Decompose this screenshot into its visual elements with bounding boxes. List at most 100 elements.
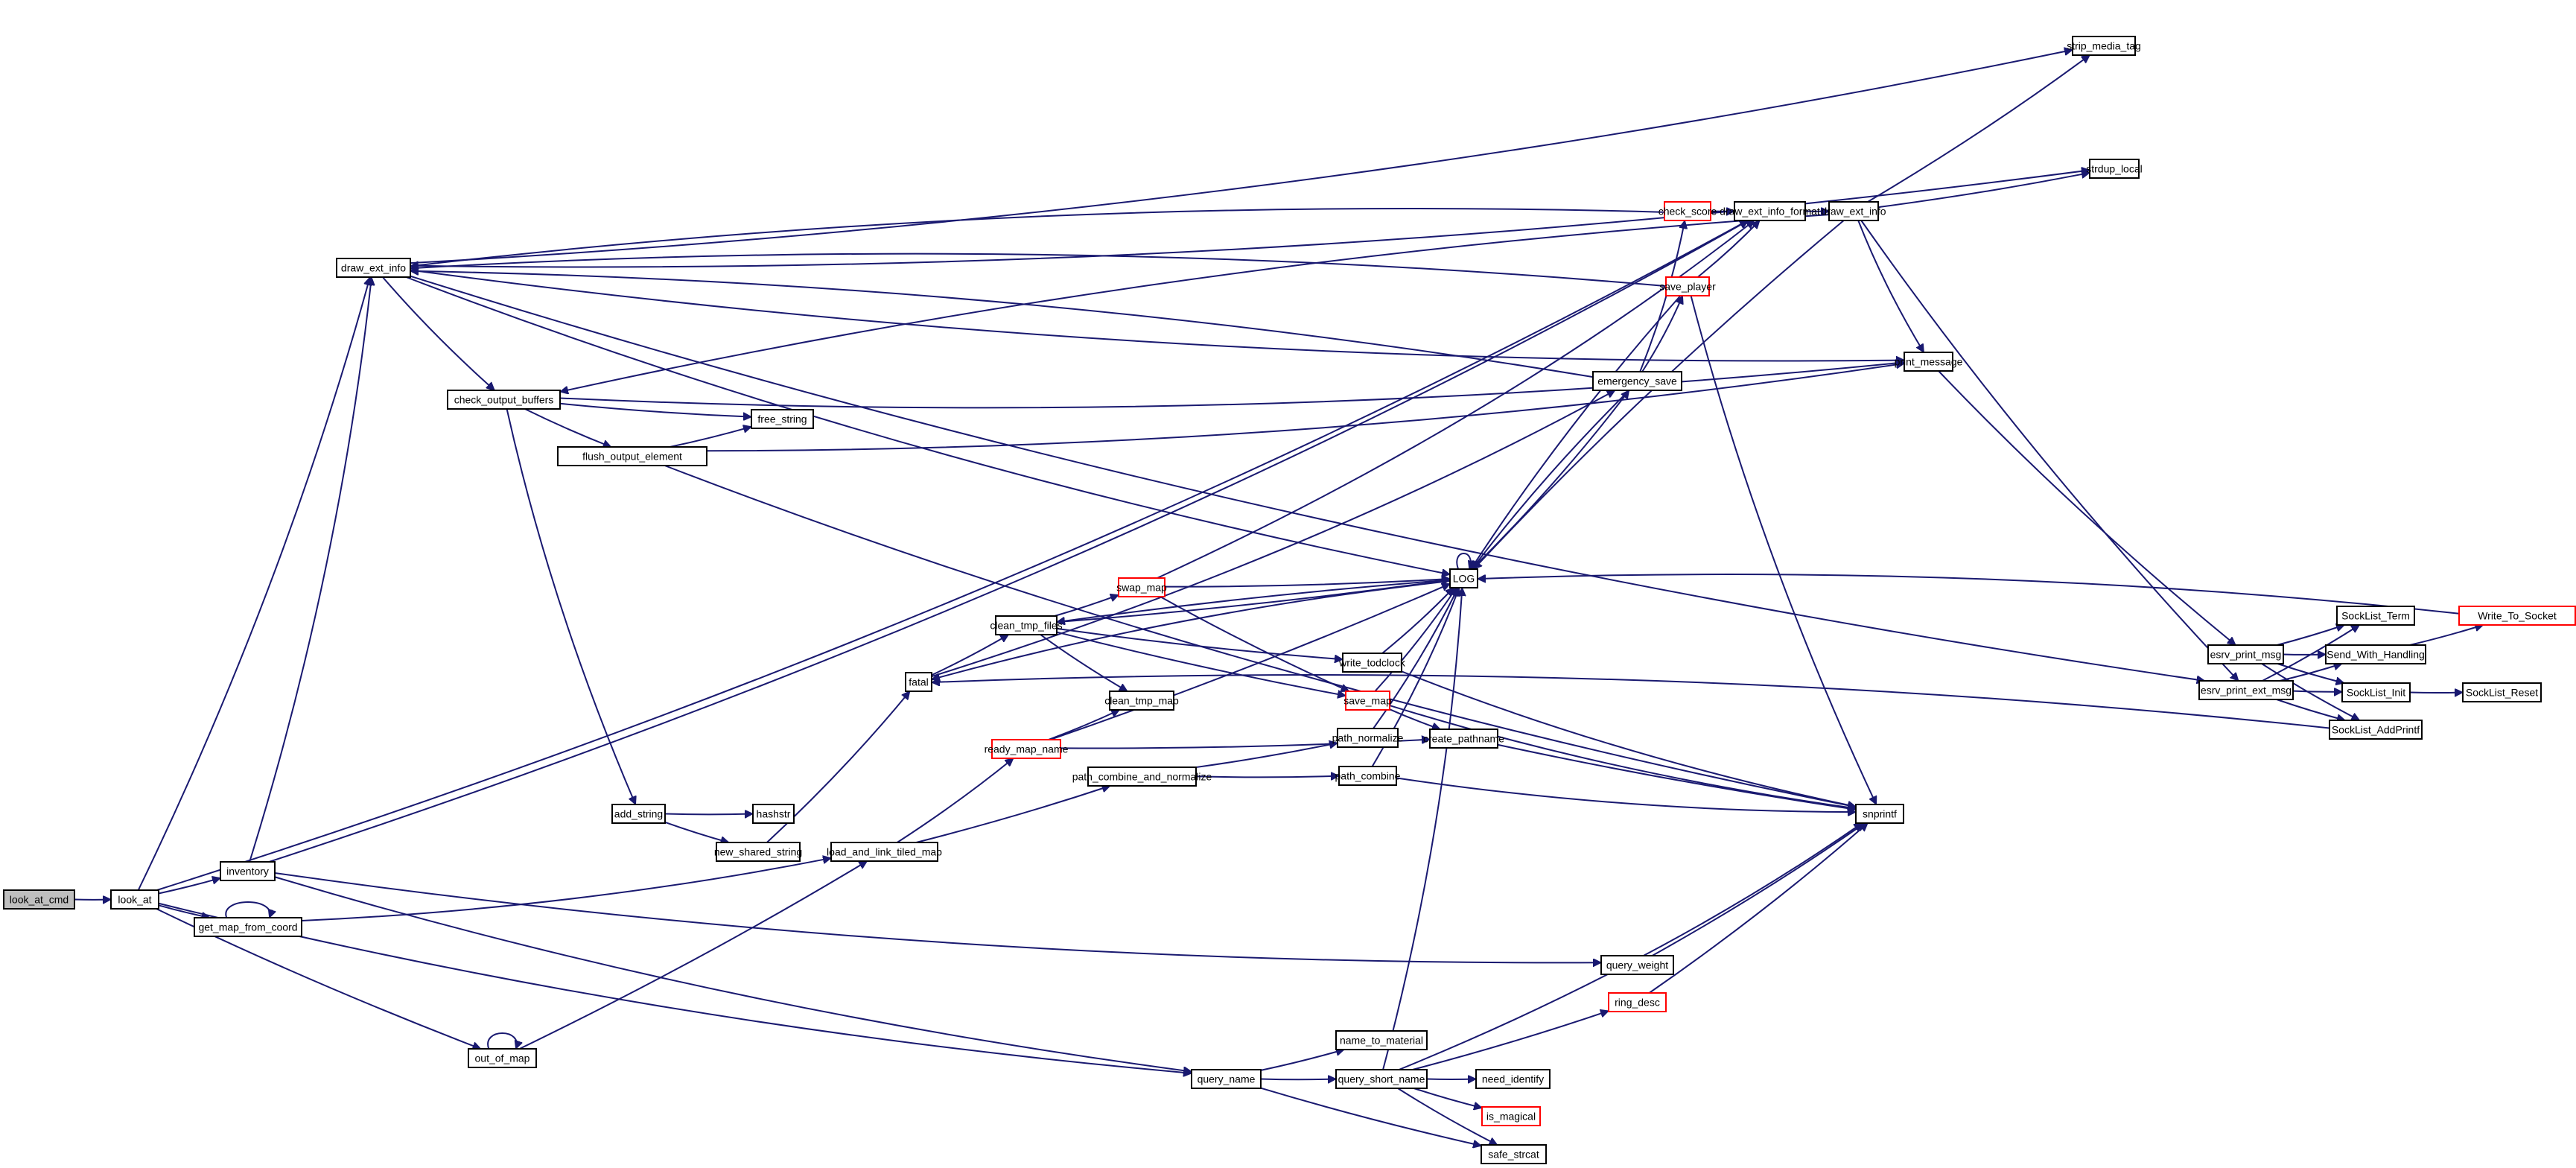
node-path_combine[interactable]: path_combine — [1335, 766, 1401, 786]
node-box — [1429, 729, 1498, 749]
node-name_to_material[interactable]: name_to_material — [1335, 1030, 1428, 1050]
node-label: inventory — [226, 866, 269, 877]
edge-query_name-to-safe_strcat — [1260, 1087, 1481, 1146]
node-label: clean_tmp_files — [990, 620, 1062, 632]
node-draw_ext_info_l[interactable]: draw_ext_info — [336, 258, 411, 278]
node-label: swap_map — [1116, 582, 1167, 594]
edge-clean_tmp_files-to-swap_map — [1054, 595, 1119, 617]
node-Write_To_Socket[interactable]: Write_To_Socket — [2458, 606, 2576, 626]
edge-save_player-to-LOG — [1470, 295, 1682, 569]
node-path_combine_and_normalize[interactable]: path_combine_and_normalize — [1072, 766, 1212, 787]
node-box — [716, 842, 801, 862]
node-get_map_from_coord[interactable]: get_map_from_coord — [194, 917, 302, 937]
node-SockList_Term[interactable]: SockList_Term — [2336, 606, 2415, 626]
node-query_name[interactable]: query_name — [1191, 1069, 1262, 1089]
node-clean_tmp_files[interactable]: clean_tmp_files — [990, 615, 1063, 635]
edge-look_at-to-get_map_from_coord — [158, 904, 210, 918]
node-save_map[interactable]: save_map — [1343, 691, 1392, 711]
node-label: query_weight — [1606, 959, 1668, 971]
node-write_todclock[interactable]: write_todclock — [1338, 653, 1406, 673]
node-esrv_print_msg[interactable]: esrv_print_msg — [2207, 644, 2284, 664]
edge-query_weight-to-snprintf — [1652, 822, 1865, 956]
node-draw_ext_info_r[interactable]: draw_ext_info — [1821, 201, 1886, 221]
node-label: path_normalize — [1332, 732, 1404, 744]
node-fatal[interactable]: fatal — [905, 672, 932, 692]
edge-print_message-to-esrv_print_msg — [1938, 370, 2236, 645]
node-save_player[interactable]: save_player — [1659, 276, 1716, 296]
node-label: save_player — [1659, 281, 1716, 293]
node-SockList_Reset[interactable]: SockList_Reset — [2462, 682, 2542, 702]
edge-esrv_print_ext_msg-to-SockList_Term — [2262, 624, 2360, 682]
node-ring_desc[interactable]: ring_desc — [1608, 992, 1667, 1012]
node-box — [2462, 682, 2542, 702]
node-label: new_shared_string — [714, 846, 802, 858]
edge-esrv_print_msg-to-SockList_Term — [2277, 625, 2344, 646]
node-load_and_link_tiled_map[interactable]: load_and_link_tiled_map — [827, 842, 942, 862]
node-snprintf[interactable]: snprintf — [1855, 804, 1904, 824]
node-new_shared_string[interactable]: new_shared_string — [714, 842, 802, 862]
node-free_string[interactable]: free_string — [751, 409, 814, 429]
node-ready_map_name[interactable]: ready_map_name — [985, 739, 1069, 759]
node-out_of_map[interactable]: out_of_map — [468, 1048, 537, 1068]
node-flush_output_element[interactable]: flush_output_element — [557, 446, 707, 466]
node-label: query_short_name — [1338, 1073, 1425, 1085]
node-label: query_name — [1198, 1073, 1256, 1085]
node-label: LOG — [1453, 573, 1475, 585]
node-draw_ext_info_format[interactable]: draw_ext_info_format — [1720, 201, 1820, 221]
edge-draw_ext_info_r-to-check_output_buffers — [560, 214, 1830, 392]
edge-esrv_print_msg-to-SockList_Init — [2277, 663, 2344, 683]
node-SockList_Init[interactable]: SockList_Init — [2341, 682, 2411, 702]
node-check_output_buffers[interactable]: check_output_buffers — [447, 390, 561, 410]
node-label: emergency_save — [1597, 375, 1677, 387]
edge-query_name-to-name_to_material — [1260, 1050, 1344, 1071]
edge-esrv_print_ext_msg-to-SockList_AddPrintf — [2276, 699, 2345, 720]
node-clean_tmp_map[interactable]: clean_tmp_map — [1104, 691, 1179, 711]
edge-draw_ext_info_r-to-print_message — [1857, 220, 1925, 352]
edge-LOG-to-fatal — [932, 580, 1451, 679]
node-print_message[interactable]: print_message — [1895, 352, 1963, 372]
edge-flush_output_element-to-snprintf — [664, 465, 1856, 807]
edge-out_of_map-to-out_of_map — [487, 1032, 517, 1049]
node-inventory[interactable]: inventory — [220, 861, 276, 881]
edge-fatal-to-emergency_save — [931, 390, 1615, 678]
node-emergency_save[interactable]: emergency_save — [1592, 371, 1682, 391]
node-check_score[interactable]: check_score — [1659, 201, 1717, 221]
edge-query_short_name-to-snprintf — [1399, 822, 1862, 1070]
node-is_magical[interactable]: is_magical — [1481, 1106, 1541, 1126]
node-path_normalize[interactable]: path_normalize — [1332, 728, 1404, 748]
node-box — [1600, 955, 1674, 975]
edge-add_string-to-new_shared_string — [664, 821, 729, 842]
node-safe_strcat[interactable]: safe_strcat — [1481, 1144, 1547, 1164]
node-query_short_name[interactable]: query_short_name — [1335, 1069, 1428, 1089]
node-LOG[interactable]: LOG — [1449, 568, 1478, 588]
node-swap_map[interactable]: swap_map — [1116, 577, 1167, 597]
edge-Send_With_Handling-to-Write_To_Socket — [2409, 625, 2484, 646]
node-esrv_print_ext_msg[interactable]: esrv_print_ext_msg — [2198, 680, 2294, 700]
node-create_pathname[interactable]: create_pathname — [1423, 729, 1504, 749]
node-add_string[interactable]: add_string — [611, 804, 666, 824]
edge-fatal-to-clean_tmp_files — [931, 634, 1008, 676]
node-label: ready_map_name — [985, 743, 1069, 755]
node-box — [3, 889, 75, 910]
node-hashstr[interactable]: hashstr — [752, 804, 795, 824]
node-strdup_local[interactable]: strdup_local — [2086, 159, 2143, 179]
node-box — [1337, 728, 1399, 748]
edge-Write_To_Socket-to-LOG — [1478, 574, 2460, 615]
node-SockList_AddPrintf[interactable]: SockList_AddPrintf — [2329, 720, 2423, 740]
node-label: out_of_map — [475, 1053, 530, 1064]
edge-save_map-to-LOG — [1374, 588, 1457, 692]
node-box — [1345, 691, 1390, 711]
edge-clean_tmp_files-to-write_todclock — [1056, 627, 1343, 659]
node-Send_With_Handling[interactable]: Send_With_Handling — [2325, 644, 2426, 664]
edge-SockList_Init-to-SockList_Reset — [2409, 693, 2463, 694]
node-strip_media_tag[interactable]: strip_media_tag — [2067, 36, 2141, 56]
node-box — [1664, 201, 1711, 221]
node-look_at[interactable]: look_at — [110, 889, 159, 910]
node-box — [110, 889, 159, 910]
node-need_identify[interactable]: need_identify — [1475, 1069, 1551, 1089]
edge-esrv_print_msg-to-SockList_AddPrintf — [2261, 663, 2359, 721]
node-look_at_cmd[interactable]: look_at_cmd — [3, 889, 75, 910]
node-box — [220, 861, 276, 881]
node-query_weight[interactable]: query_weight — [1600, 955, 1674, 975]
edge-look_at-to-inventory — [158, 878, 220, 895]
